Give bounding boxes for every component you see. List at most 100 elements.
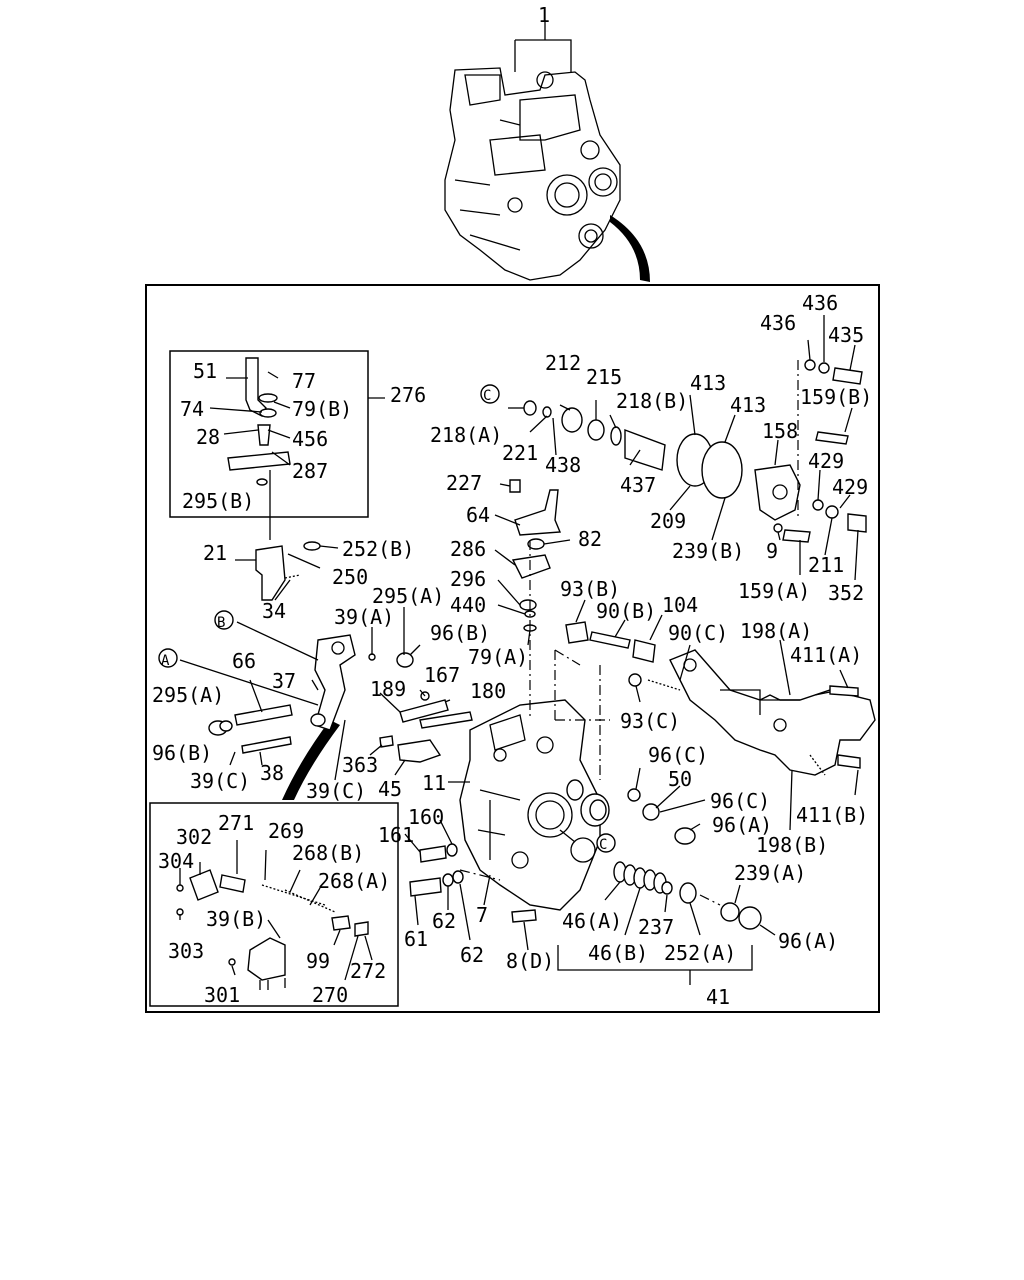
label-41: 41 xyxy=(706,985,730,1009)
label-51: 51 xyxy=(193,359,217,383)
marker-a: A xyxy=(161,653,170,669)
label-159a: 159(A) xyxy=(738,579,810,603)
pump-assembly-overview xyxy=(444,67,650,282)
label-180: 180 xyxy=(470,679,506,703)
label-189: 189 xyxy=(370,677,406,701)
label-301: 301 xyxy=(204,983,240,1007)
label-96a-2: 96(A) xyxy=(778,929,838,953)
label-287: 287 xyxy=(292,459,328,483)
label-34: 34 xyxy=(262,599,286,623)
label-167: 167 xyxy=(424,663,460,687)
label-38: 38 xyxy=(260,761,284,785)
label-64: 64 xyxy=(466,503,490,527)
label-39c-2: 39(C) xyxy=(306,779,366,803)
label-252b: 252(B) xyxy=(342,537,414,561)
label-90b: 90(B) xyxy=(596,599,656,623)
label-28: 28 xyxy=(196,425,220,449)
label-99: 99 xyxy=(306,949,330,973)
label-438: 438 xyxy=(545,453,581,477)
label-21: 21 xyxy=(203,541,227,565)
spring-group-41 xyxy=(409,843,762,930)
label-79b: 79(B) xyxy=(292,397,352,421)
label-413b: 413 xyxy=(730,393,766,417)
label-211: 211 xyxy=(808,553,844,577)
label-82: 82 xyxy=(578,527,602,551)
label-429a: 429 xyxy=(808,449,844,473)
part-labels: 1 276 51 77 74 79(B) 28 456 287 295(B) 2… xyxy=(152,3,872,1009)
label-39c-1: 39(C) xyxy=(190,769,250,793)
label-96a-1: 96(A) xyxy=(712,813,772,837)
label-429b: 429 xyxy=(832,475,868,499)
inset-276-parts xyxy=(227,357,291,540)
label-61: 61 xyxy=(404,927,428,951)
label-411b: 411(B) xyxy=(796,803,868,827)
label-436b: 436 xyxy=(802,291,838,315)
label-411a: 411(A) xyxy=(790,643,862,667)
label-11: 11 xyxy=(422,771,446,795)
label-295b: 295(B) xyxy=(182,489,254,513)
label-268a: 268(A) xyxy=(318,869,390,893)
governor-housing xyxy=(459,699,610,911)
label-268b: 268(B) xyxy=(292,841,364,865)
label-90c: 90(C) xyxy=(668,621,728,645)
label-436a: 436 xyxy=(760,311,796,335)
label-296: 296 xyxy=(450,567,486,591)
label-46a: 46(A) xyxy=(562,909,622,933)
label-96b-1: 96(B) xyxy=(430,621,490,645)
plate-198 xyxy=(669,649,876,776)
label-252a: 252(A) xyxy=(664,941,736,965)
label-93b: 93(B) xyxy=(560,577,620,601)
label-440: 440 xyxy=(450,593,486,617)
circled-markers xyxy=(158,384,616,853)
label-46b: 46(B) xyxy=(588,941,648,965)
label-286: 286 xyxy=(450,537,486,561)
label-198b: 198(B) xyxy=(756,833,828,857)
inset-bottom-parts xyxy=(176,869,369,990)
label-271: 271 xyxy=(218,811,254,835)
label-215: 215 xyxy=(586,365,622,389)
label-79a: 79(A) xyxy=(468,645,528,669)
label-7: 7 xyxy=(476,903,488,927)
label-62a: 62 xyxy=(432,909,456,933)
label-352: 352 xyxy=(828,581,864,605)
label-221: 221 xyxy=(502,441,538,465)
label-77: 77 xyxy=(292,369,316,393)
marker-c-1: C xyxy=(483,388,491,404)
leader-lines xyxy=(179,315,859,985)
label-62b: 62 xyxy=(460,943,484,967)
label-295a-2: 295(A) xyxy=(152,683,224,707)
label-212: 212 xyxy=(545,351,581,375)
inset-276-frame xyxy=(169,350,369,518)
label-96c-2: 96(C) xyxy=(710,789,770,813)
label-304: 304 xyxy=(158,849,194,873)
label-159b: 159(B) xyxy=(800,385,872,409)
label-39a: 39(A) xyxy=(334,605,394,629)
label-295a-1: 295(A) xyxy=(372,584,444,608)
bracket-assembly xyxy=(509,479,562,720)
label-50: 50 xyxy=(668,767,692,791)
label-269: 269 xyxy=(268,819,304,843)
lever-assembly xyxy=(208,541,473,763)
inset-bottom-frame xyxy=(149,802,399,1007)
label-8d: 8(D) xyxy=(506,949,554,973)
label-198a: 198(A) xyxy=(740,619,812,643)
label-239a: 239(A) xyxy=(734,861,806,885)
label-303: 303 xyxy=(168,939,204,963)
label-227: 227 xyxy=(446,471,482,495)
label-45: 45 xyxy=(378,777,402,801)
label-270: 270 xyxy=(312,983,348,1007)
label-158: 158 xyxy=(762,419,798,443)
label-302: 302 xyxy=(176,825,212,849)
label-250: 250 xyxy=(332,565,368,589)
label-96b-2: 96(B) xyxy=(152,741,212,765)
label-161: 161 xyxy=(378,823,414,847)
label-37: 37 xyxy=(272,669,296,693)
main-frame xyxy=(145,284,880,1013)
label-104: 104 xyxy=(662,593,698,617)
label-218a: 218(A) xyxy=(430,423,502,447)
label-9: 9 xyxy=(766,539,778,563)
label-160: 160 xyxy=(408,805,444,829)
label-218b: 218(B) xyxy=(616,389,688,413)
marker-b: B xyxy=(217,615,225,631)
label-276: 276 xyxy=(390,383,426,407)
